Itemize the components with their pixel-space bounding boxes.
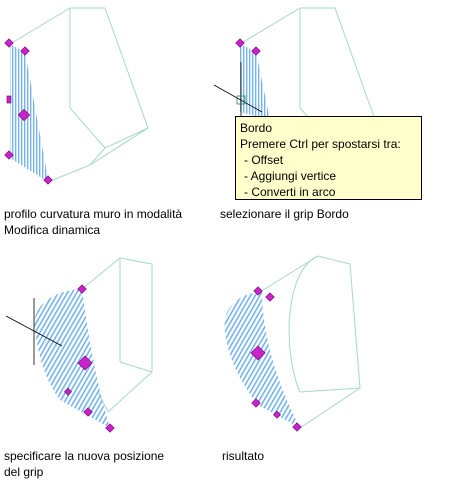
caption-step-3: specificare la nuova posizione del grip (4, 449, 165, 479)
caption-step-4: risultato (222, 449, 265, 463)
tooltip-title: Bordo (240, 121, 273, 135)
edit-grips (235, 38, 261, 56)
grip-mid[interactable] (273, 410, 281, 419)
grip-bottom-left[interactable] (4, 150, 14, 160)
grip-top-left[interactable] (253, 286, 263, 296)
grip-left-edge[interactable] (6, 95, 12, 104)
grip-top-left[interactable] (235, 38, 245, 48)
grip-center[interactable] (77, 355, 93, 371)
edit-grips (64, 284, 115, 433)
tooltip-option-add-vertex: - Aggiungi vertice (244, 169, 337, 183)
crosshair-cursor (5, 298, 63, 365)
tooltip-hint: Premere Ctrl per spostarsi tra: (240, 137, 401, 151)
grip-tooltip: Bordo Premere Ctrl per spostarsi tra: - … (235, 116, 422, 200)
edit-grips (250, 286, 302, 432)
hatched-profile (224, 292, 300, 428)
caption-step-2: selezionare il grip Bordo (220, 207, 349, 221)
grip-top-right[interactable] (20, 46, 30, 56)
grip-top[interactable] (77, 284, 87, 294)
panel-4-result (224, 255, 361, 432)
grip-center[interactable] (250, 345, 266, 361)
grip-lower[interactable] (83, 407, 93, 417)
grip-top-left[interactable] (4, 38, 14, 48)
grip-bottom-right[interactable] (43, 175, 53, 185)
hatched-profile (240, 44, 270, 120)
panel-1-wall-profile (4, 7, 149, 185)
grip-top-right[interactable] (265, 292, 275, 302)
grip-mid[interactable] (64, 387, 72, 396)
grip-bottom[interactable] (292, 422, 302, 432)
grip-edge[interactable] (17, 108, 31, 122)
caption-step-1: profilo curvatura muro in modalità Modif… (4, 207, 183, 237)
wall-wireframe (9, 7, 149, 183)
panel-3-new-position (5, 257, 153, 433)
tooltip-option-offset: - Offset (244, 153, 284, 167)
grip-lower[interactable] (251, 398, 261, 408)
wall-wireframe (259, 255, 361, 429)
grip-top-right[interactable] (251, 46, 261, 56)
tooltip-option-convert-arc: - Converti in arco (244, 185, 336, 199)
grip-bottom[interactable] (105, 423, 115, 433)
edit-grips (4, 38, 53, 185)
hatched-profile (34, 289, 110, 428)
hatched-profile (10, 44, 48, 182)
